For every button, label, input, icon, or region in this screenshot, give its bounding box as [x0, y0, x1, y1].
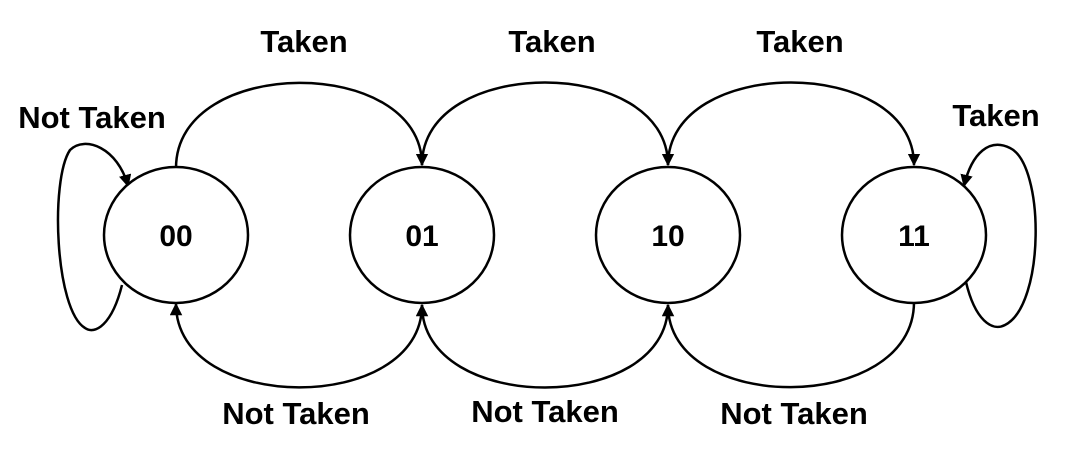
edge-00-self-loop: [56, 142, 132, 332]
state-11-node: [840, 165, 988, 305]
state-00-label: 00: [159, 220, 192, 253]
edge-10-to-11: [666, 81, 921, 167]
edge-label-01-to-00: Not Taken: [222, 396, 370, 431]
state-00-node: [102, 165, 250, 305]
state-10-label: 10: [651, 220, 684, 253]
state-01-node: [348, 165, 496, 305]
state-10-node: [594, 165, 742, 305]
edge-label-11-to-10: Not Taken: [720, 396, 868, 431]
edge-10-to-01: [415, 303, 670, 389]
edge-label-10-to-11: Taken: [756, 24, 843, 59]
edge-11-to-10: [661, 301, 916, 389]
edge-label-00-to-01: Taken: [260, 24, 347, 59]
edge-label-01-to-10: Taken: [508, 24, 595, 59]
edge-00-to-01: [174, 81, 429, 169]
edge-label-00-self: Not Taken: [18, 100, 166, 135]
edge-label-11-self: Taken: [952, 98, 1039, 133]
state-11-label: 11: [898, 220, 930, 253]
edge-01-to-10: [420, 81, 675, 167]
edge-01-to-00: [169, 302, 424, 389]
edge-11-self-loop: [960, 143, 1037, 329]
edge-label-10-to-01: Not Taken: [471, 394, 619, 429]
state-01-label: 01: [405, 220, 438, 253]
